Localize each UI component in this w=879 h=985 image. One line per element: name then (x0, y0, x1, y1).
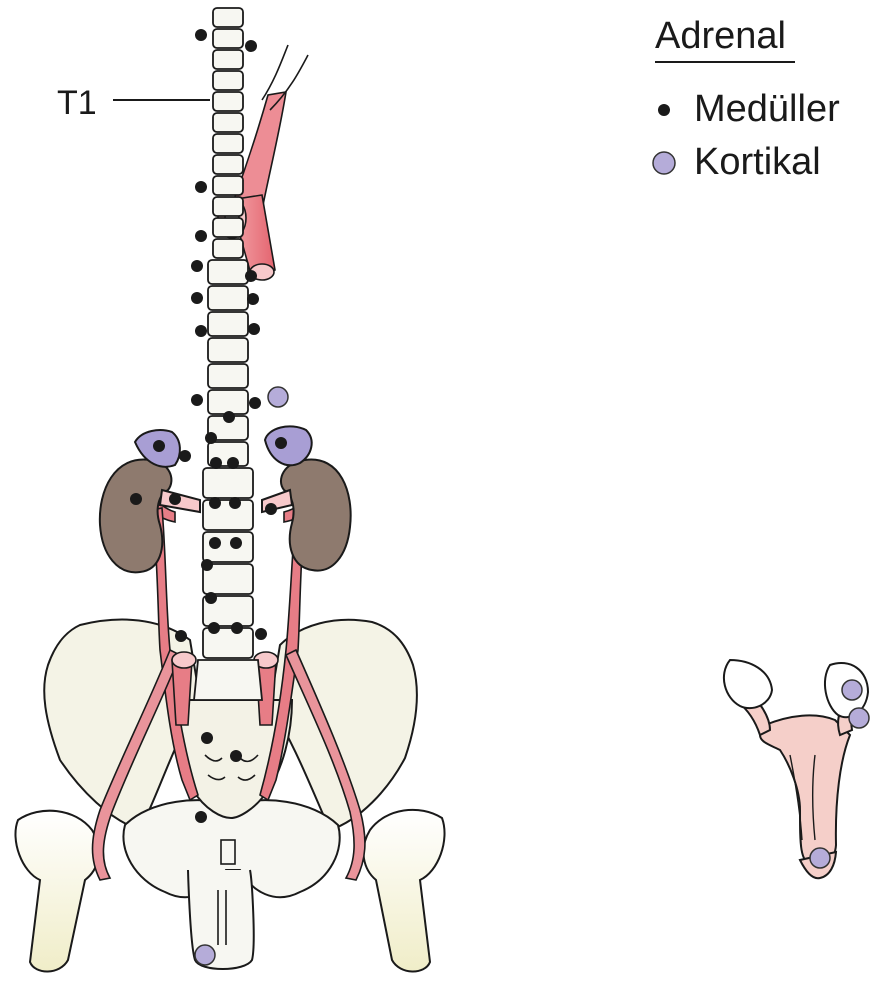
legend-cortical-label: Kortikal (694, 141, 821, 183)
t1-label: T1 (57, 84, 97, 122)
medullary-rest-dot (227, 457, 239, 469)
vertebra (213, 134, 243, 153)
medullary-rest-dot (205, 432, 217, 444)
medullary-rest-dot (248, 323, 260, 335)
medullary-rest-dot (130, 493, 142, 505)
vertebra (208, 286, 248, 310)
lumbar-block (194, 660, 262, 700)
medullary-rest-dot (210, 457, 222, 469)
medullary-rest-dot (195, 181, 207, 193)
medullary-rest-dot (175, 630, 187, 642)
vertebra (213, 197, 243, 216)
medullary-rest-dot (208, 622, 220, 634)
uterus-body (760, 715, 850, 865)
vertebra (203, 532, 253, 562)
vertebra (213, 239, 243, 258)
medullary-rest-dot (195, 230, 207, 242)
medullary-rest-dot (153, 440, 165, 452)
vertebra (208, 260, 248, 284)
medullary-rest-dot (209, 497, 221, 509)
legend-medullary-label: Medüller (694, 88, 840, 130)
vertebra (213, 92, 243, 111)
cortical-rest-dot (268, 387, 288, 407)
medullary-rest-dot (231, 622, 243, 634)
vertebra (208, 338, 248, 362)
cortical-rest-dot (195, 945, 215, 965)
medullary-rest-dot (255, 628, 267, 640)
vertebra (208, 312, 248, 336)
vertebra (213, 29, 243, 48)
vertebra (208, 364, 248, 388)
medullary-rest-dot (191, 260, 203, 272)
medullary-rest-dot (229, 497, 241, 509)
medullary-rest-dot (223, 411, 235, 423)
medullary-rest-dot (245, 270, 257, 282)
medullary-rest-dot (195, 811, 207, 823)
vertebra (213, 71, 243, 90)
medullary-rest-dot (265, 503, 277, 515)
left-ovary (724, 660, 772, 708)
medullary-rest-dot (245, 40, 257, 52)
medullary-rest-dot (201, 732, 213, 744)
vertebra (203, 468, 253, 498)
vertebra (208, 390, 248, 414)
pubic-symphysis (221, 840, 235, 864)
spine (194, 8, 262, 700)
medullary-rest-dot (247, 293, 259, 305)
vertebra (213, 176, 243, 195)
vertebra (213, 155, 243, 174)
medullary-rest-dot (169, 493, 181, 505)
cortical-rest-dot (810, 848, 830, 868)
vertebra (213, 8, 243, 27)
medullary-rest-dot (209, 537, 221, 549)
medullary-rest-dot (195, 325, 207, 337)
medullary-rest-dot (191, 394, 203, 406)
right-adrenal-gland (265, 426, 312, 465)
medullary-rest-dot (201, 559, 213, 571)
legend-title: Adrenal (655, 15, 786, 57)
vertebra (213, 50, 243, 69)
legend-medullary-marker (658, 104, 670, 116)
vertebra (213, 218, 243, 237)
medullary-rest-dot (195, 29, 207, 41)
left-iliac-artery (172, 660, 192, 725)
legend-cortical-marker (653, 152, 675, 174)
vertebra (213, 113, 243, 132)
legend: Adrenal Medüller Kortikal (653, 15, 840, 183)
medullary-rest-dot (249, 397, 261, 409)
medullary-rest-dot (275, 437, 287, 449)
cortical-rest-dot (849, 708, 869, 728)
medullary-rest-dot (230, 750, 242, 762)
left-iliac-section (172, 652, 196, 668)
medullary-rest-dot (205, 592, 217, 604)
medullary-rest-dot (179, 450, 191, 462)
cortical-rest-dot (842, 680, 862, 700)
right-femur (363, 810, 444, 972)
medullary-rest-dot (230, 537, 242, 549)
medullary-rest-dot (191, 292, 203, 304)
left-femur (15, 811, 98, 972)
